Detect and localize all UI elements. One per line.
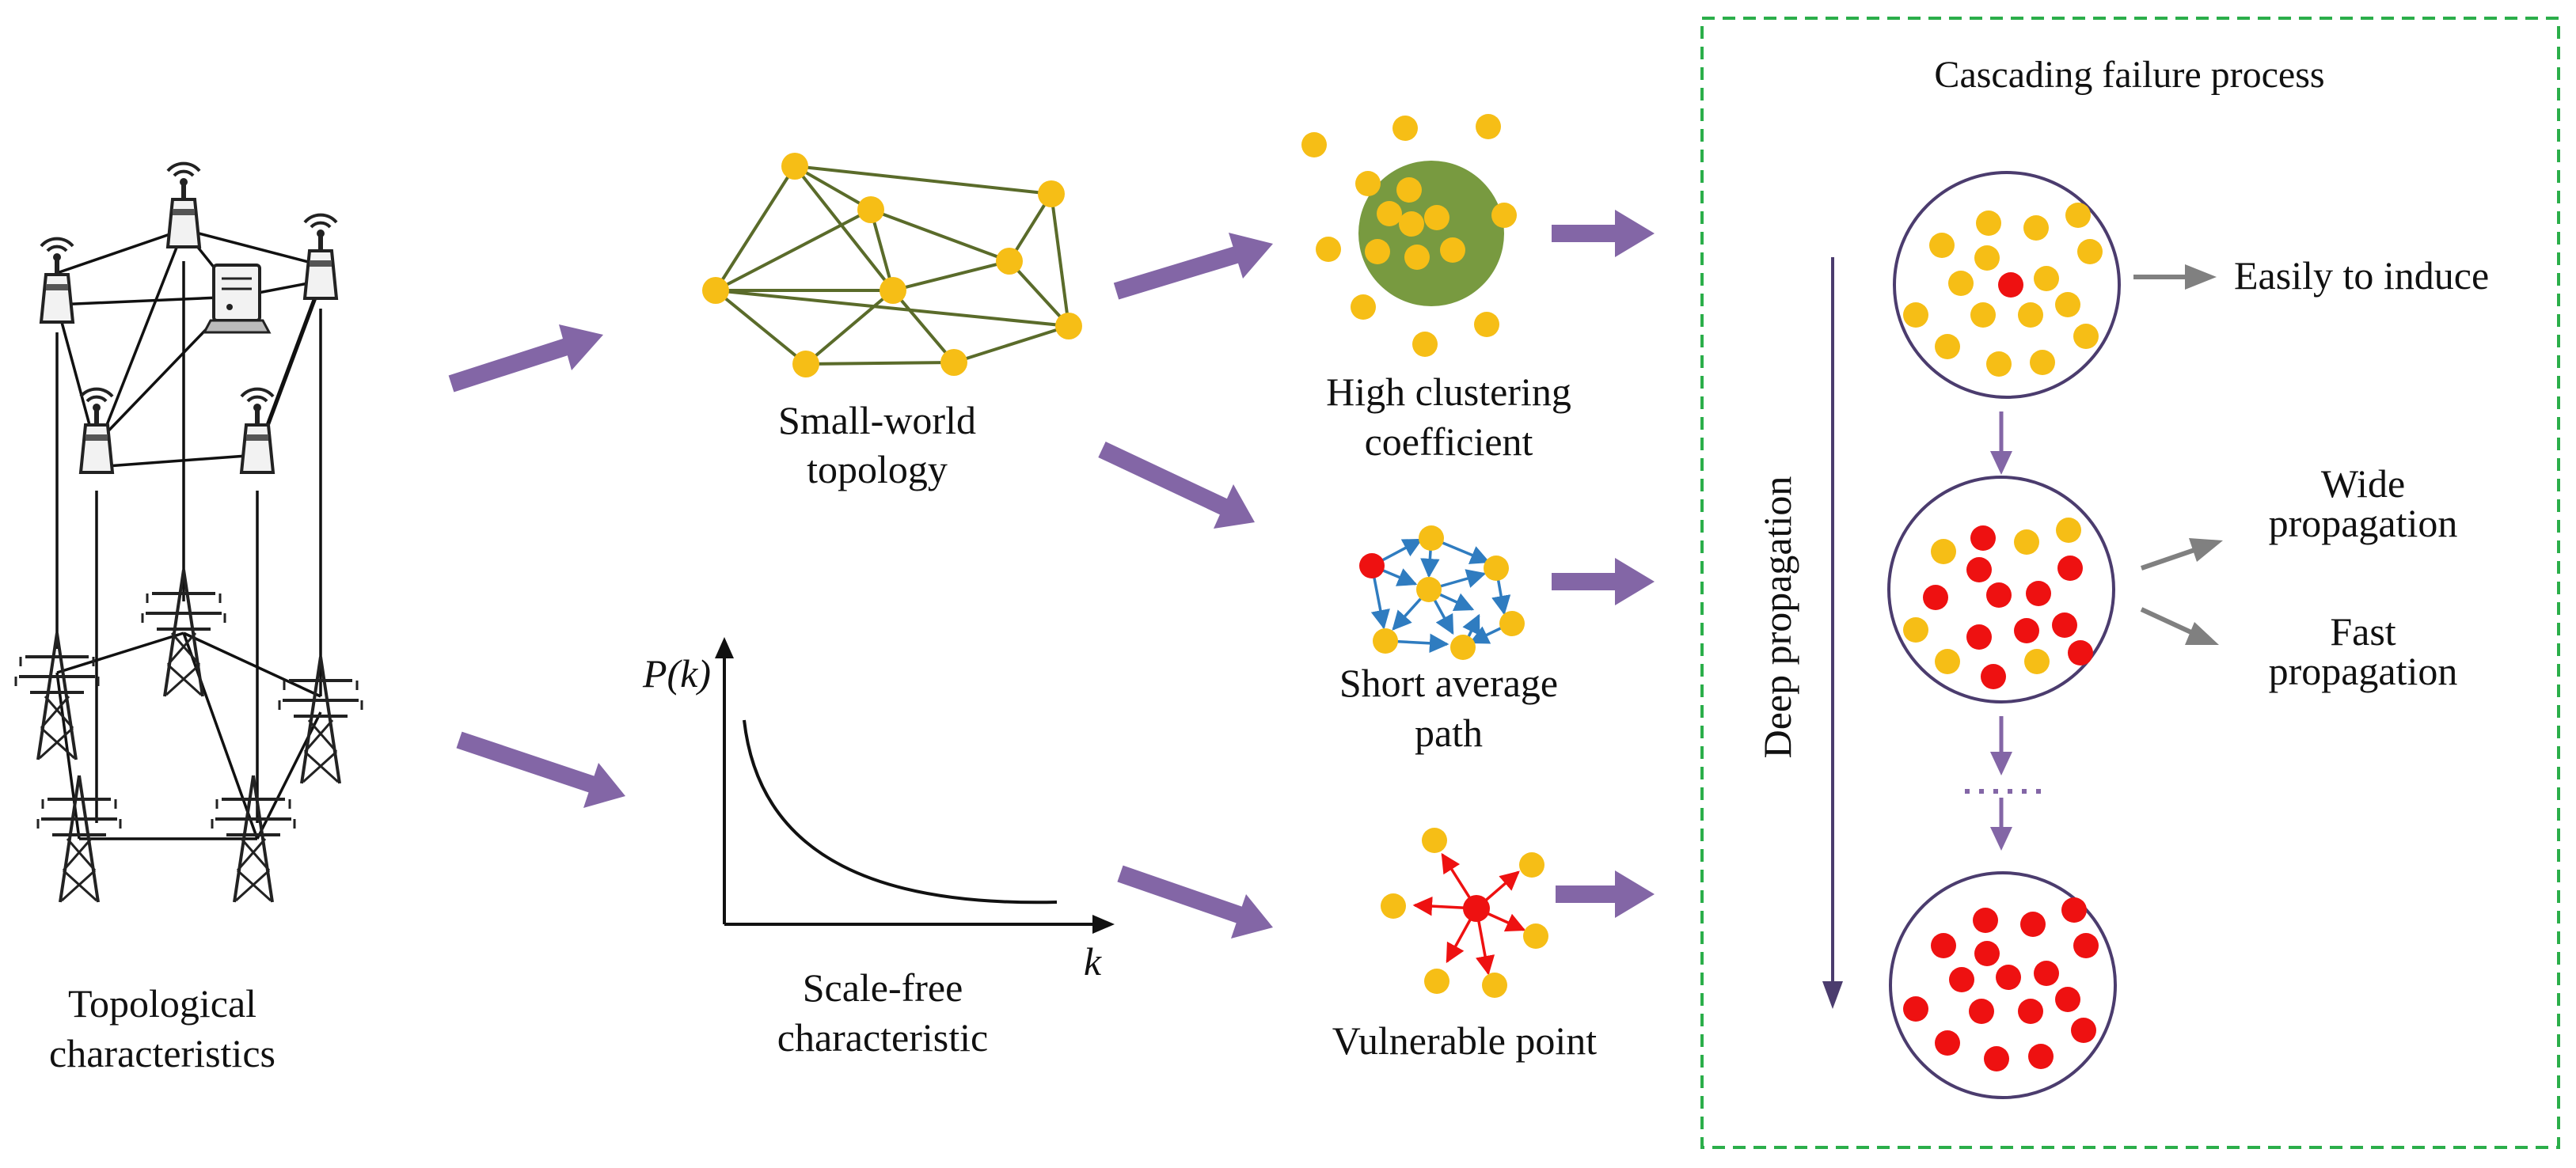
label-wide-line1: Wide [2321, 461, 2405, 506]
label-deep-propagation: Deep propagation [1755, 476, 1799, 759]
label-short-path-line1: Short average [1339, 661, 1558, 705]
network-node [792, 351, 819, 377]
failed-node [1998, 272, 2023, 298]
label-fast-line2: propagation [2269, 649, 2458, 693]
label-small-world-line1: Small-world [778, 398, 976, 442]
label-scale-free-line1: Scale-free [803, 965, 963, 1010]
stage-arrow [1990, 411, 2012, 475]
label-high-clustering-line1: High clustering [1326, 370, 1571, 414]
cluster-area [1358, 161, 1504, 306]
label-high-clustering-line2: coefficient [1365, 419, 1533, 464]
high-clustering-figure [1301, 114, 1517, 357]
stage-arrow [1990, 716, 2012, 776]
label-wide-line2: propagation [2269, 501, 2458, 545]
small-world-network [702, 153, 1082, 377]
topology-illustration [14, 161, 363, 904]
deep-propagation-arrow [1822, 257, 1843, 1009]
antenna-icon [40, 237, 74, 324]
network-node [1055, 313, 1082, 339]
cascade-stage-collapsed [1889, 871, 2117, 1099]
antenna-icon [79, 387, 114, 474]
network-node [940, 349, 967, 376]
easily-induce-arrow [2133, 264, 2217, 290]
label-small-world-line2: topology [807, 447, 948, 491]
fast-propagation-arrow [2140, 607, 2219, 645]
failed-node [1359, 553, 1385, 578]
label-topological-line1: Topological [68, 981, 256, 1026]
label-vulnerable-point: Vulnerable point [1332, 1018, 1598, 1063]
label-scale-free-line2: characteristic [777, 1015, 988, 1060]
label-topological-line2: characteristics [49, 1031, 275, 1075]
wide-propagation-arrow [2141, 538, 2223, 571]
antenna-icon [240, 387, 275, 474]
axis-y-label: P(k) [642, 651, 711, 696]
network-node [996, 248, 1023, 275]
distribution-curve [743, 719, 1058, 904]
server-icon [202, 264, 272, 334]
cascade-title: Cascading failure process [1934, 54, 2324, 96]
flow-arrows [448, 210, 1655, 939]
stage-arrow [1990, 798, 2012, 851]
vulnerable-point-network [1381, 828, 1548, 998]
network-node [880, 277, 906, 304]
scale-free-plot [715, 637, 1115, 934]
network-node [1038, 180, 1065, 207]
network-node [702, 277, 729, 304]
network-node [781, 153, 808, 180]
label-easily-induce: Easily to induce [2234, 253, 2489, 298]
antenna-icon [166, 161, 201, 248]
label-short-path-line2: path [1415, 711, 1483, 755]
axis-x-label: k [1084, 939, 1102, 984]
label-fast-line1: Fast [2330, 609, 2396, 654]
antenna-icon [303, 213, 338, 300]
vulnerable-node [1463, 895, 1490, 922]
power-tower-icon [14, 631, 100, 761]
cascade-stage-spreading [1887, 476, 2115, 703]
cascade-panel [1700, 17, 2560, 1149]
short-path-network [1359, 525, 1525, 660]
network-node [857, 196, 884, 223]
cascade-stage-initial [1893, 171, 2121, 399]
